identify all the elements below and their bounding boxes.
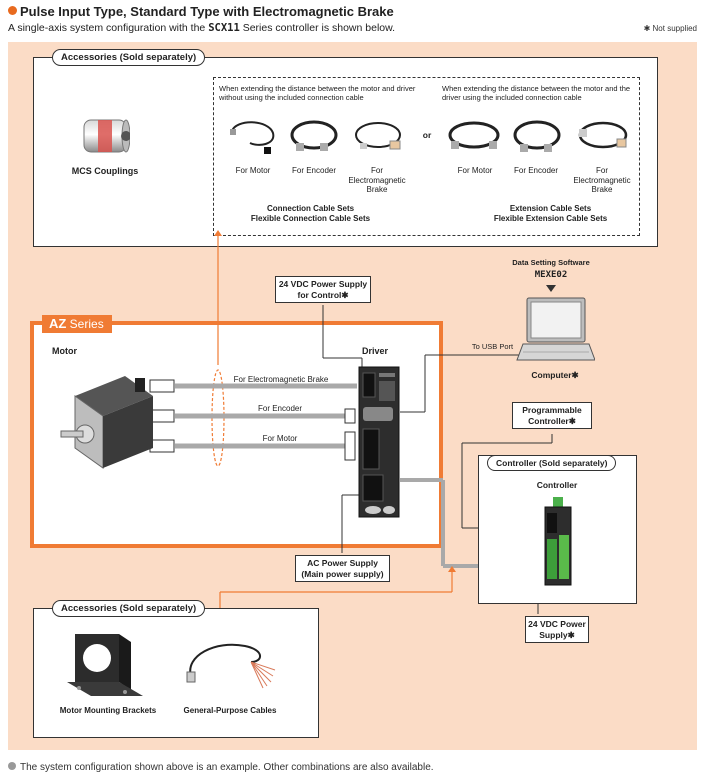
group1-desc: When extending the distance between the … (219, 84, 416, 103)
brake-cable-icon (355, 122, 401, 150)
bracket-label: Motor Mounting Brackets (59, 706, 157, 715)
footer-bullet-icon (8, 762, 16, 770)
cable-brake-label: For Electromagnetic Brake (233, 375, 329, 384)
page-subtitle: A single-axis system configuration with … (8, 22, 396, 34)
computer-icon (516, 297, 595, 361)
encoder-extension-cable-icon (513, 120, 561, 152)
page-title: Pulse Input Type, Standard Type with Ele… (8, 4, 394, 19)
software-label: Data Setting Software (512, 258, 590, 267)
general-cable-label: General-Purpose Cables (183, 706, 277, 715)
computer-label: Computer✱ (531, 370, 579, 380)
coupling-icon (83, 119, 130, 153)
accessories-top-label: Accessories (Sold separately) (52, 49, 206, 66)
power-supply-24v-box: 24 VDC Power Supply✱ (525, 616, 589, 644)
motor-cable-icon (230, 121, 275, 154)
motor-extension-cable-icon (448, 121, 500, 149)
brake-extension-cable-icon (578, 121, 628, 149)
footer-note: The system configuration shown above is … (8, 762, 434, 773)
programmable-controller-box: Programmable Controller✱ (512, 402, 592, 430)
g2-motor-label: For Motor (457, 166, 493, 175)
controller-label: Controller (536, 480, 578, 490)
mounting-bracket-icon (67, 634, 143, 696)
accessories-bottom-label: Accessories (Sold separately) (52, 600, 206, 617)
or-label: or (422, 130, 432, 140)
controller-box-label: Controller (Sold separately) (487, 455, 617, 471)
g1-encoder-label: For Encoder (291, 166, 337, 175)
g2-brake-label: For Electromagnetic Brake (573, 166, 631, 195)
driver-icon (358, 366, 400, 518)
g2-encoder-label: For Encoder (513, 166, 559, 175)
coupling-label: MCS Couplings (71, 166, 139, 176)
motor-label: Motor (52, 346, 77, 356)
software-name: MEXE02 (534, 270, 568, 280)
g1-brake-label: For Electromagnetic Brake (348, 166, 406, 195)
not-supplied-note: ✱ Not supplied (643, 24, 697, 33)
usb-port-label: To USB Port (471, 342, 514, 351)
group2-desc: When extending the distance between the … (442, 84, 631, 103)
encoder-cable-icon (290, 120, 338, 151)
motor-icon (60, 376, 153, 469)
bullet-dot-icon (8, 6, 17, 15)
az-series-tag: AZ Series (42, 315, 112, 333)
driver-label: Driver (362, 346, 389, 356)
general-purpose-cable-icon (186, 643, 276, 689)
power-supply-control-box: 24 VDC Power Supply for Control✱ (275, 276, 371, 304)
cable-motor-label: For Motor (262, 434, 298, 443)
cable-encoder-label: For Encoder (257, 404, 303, 413)
cable-options-box (213, 77, 640, 236)
controller-icon (544, 497, 572, 586)
g1-motor-label: For Motor (235, 166, 271, 175)
ac-power-supply-box: AC Power Supply (Main power supply) (295, 555, 390, 583)
